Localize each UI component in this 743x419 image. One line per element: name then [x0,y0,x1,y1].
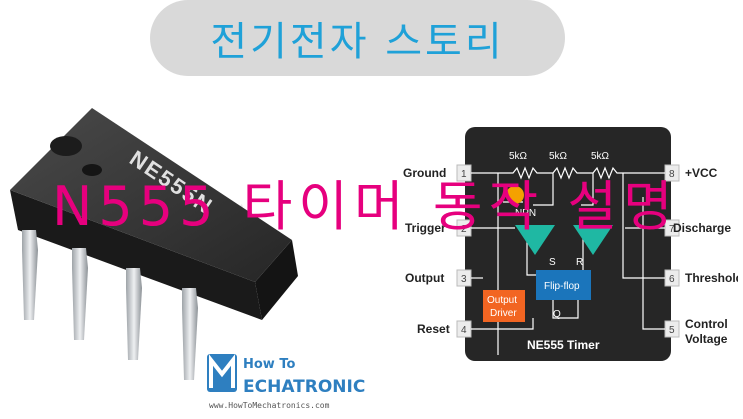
pin-label-threshold: Threshold [685,271,738,285]
pin-number-5: 5 [669,325,675,336]
logo-line1: How To [243,357,295,372]
flipflop-block [536,270,591,300]
chip-dot [82,164,102,176]
pin-label-trigger: Trigger [405,221,446,235]
pin-label-control: Control [685,317,728,331]
logo-line2: ECHATRONICS [243,377,365,397]
comparator-lower [515,225,555,255]
comparator-upper [573,225,613,255]
pin-label-vcc: +VCC [685,166,718,180]
pin-number-8: 8 [669,169,675,180]
logo-url: www.HowToMechatronics.com [209,401,330,410]
chip-body-side [10,190,262,320]
pin-number-1: 1 [461,169,467,180]
chip-notch [50,136,82,156]
diagram-title: NE555 Timer [527,338,600,352]
pin-label-discharge: Discharge [673,221,731,235]
flipflop-label: Flip-flop [544,281,580,292]
flipflop-q-label: Q [553,309,561,320]
output-driver-line2: Driver [490,308,517,319]
ic-chip-illustration: NE555N [10,108,298,380]
chip-body-front [255,240,298,320]
header-badge: 전기전자 스토리 [150,0,565,76]
flipflop-s-label: S [549,257,556,268]
npn-label: NPN [515,208,536,219]
overlay-title: N555 타이머 동작 설명 [52,175,679,238]
chip-front-legs [22,230,198,380]
header-badge-text: 전기전자 스토리 [210,19,505,65]
pin-label-voltage: Voltage [685,332,728,346]
howtomechatronics-logo: How To ECHATRONICS www.HowToMechatronics… [207,354,365,410]
resistor-label-2: 5kΩ [549,151,568,162]
pin-label-reset: Reset [417,322,450,336]
output-driver-block [483,290,525,322]
pin-label-ground: Ground [403,166,446,180]
pin-number-7: 7 [669,224,675,235]
left-pins [456,164,472,338]
output-driver-line1: Output [487,295,517,306]
pin-number-3: 3 [461,274,467,285]
pin-number-6: 6 [669,274,675,285]
ne555-block-diagram: 1 2 3 4 8 7 6 5 Ground Trigger Output Re… [403,127,738,361]
logo-m-icon [207,354,237,392]
resistor-label-3: 5kΩ [591,151,610,162]
diagram-chip-body [465,127,671,361]
pin-number-2: 2 [461,224,467,235]
resistor-label-1: 5kΩ [509,151,528,162]
flipflop-r-label: R [576,257,583,268]
npn-transistor [506,186,524,204]
pin-label-output: Output [405,271,444,285]
right-pins [664,164,680,338]
pin-number-4: 4 [461,325,467,336]
chip-body-top [10,108,292,282]
